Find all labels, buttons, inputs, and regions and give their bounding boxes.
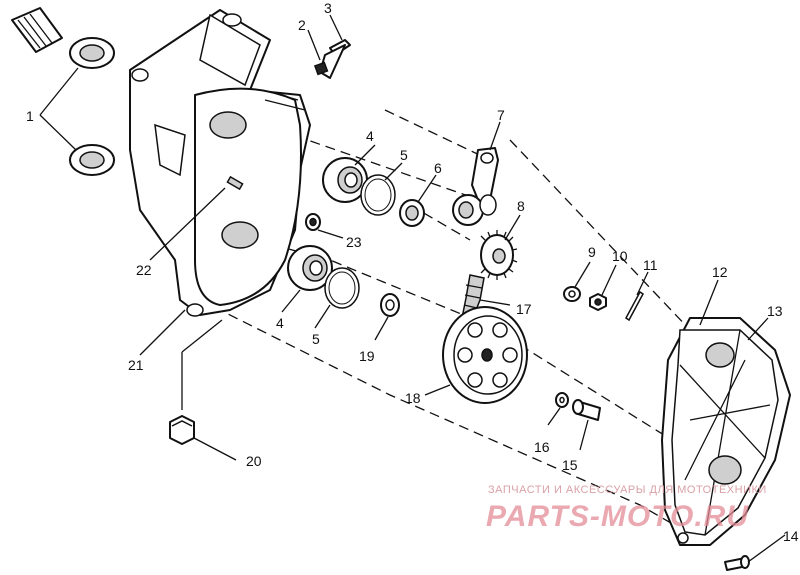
callout-16: 16 <box>534 439 550 455</box>
callout-15: 15 <box>562 457 578 473</box>
bottom-sprocket <box>442 306 528 404</box>
callout-18: 18 <box>405 390 421 406</box>
small-washer <box>563 286 581 302</box>
callout-23: 23 <box>346 234 362 250</box>
washer-upper <box>399 199 425 227</box>
callout-13: 13 <box>767 303 783 319</box>
callout-20: 20 <box>246 453 262 469</box>
callout-11: 11 <box>643 257 658 273</box>
callout-8: 8 <box>517 198 525 214</box>
top-sprocket <box>480 230 518 280</box>
callout-10: 10 <box>612 248 628 264</box>
spacer-washer <box>380 293 400 317</box>
callout-6: 6 <box>434 160 442 176</box>
callout-5a: 5 <box>400 147 408 163</box>
callout-4a: 4 <box>366 128 374 144</box>
cotter-pin <box>625 290 644 322</box>
callout-19: 19 <box>359 348 375 364</box>
callout-7: 7 <box>497 107 505 123</box>
watermark-brand: PARTS-MOTO.RU <box>486 500 749 533</box>
leader-lines <box>139 14 786 563</box>
tensioner-arm <box>452 147 499 226</box>
dowel-pin <box>226 175 244 191</box>
cover-screw <box>724 555 750 571</box>
drain-plug <box>169 415 195 445</box>
callout-5b: 5 <box>312 331 320 347</box>
jam-nut <box>313 61 329 76</box>
callout-numbers: 1 2 3 4 5 6 7 8 9 10 11 12 13 14 15 16 1… <box>26 0 799 544</box>
snap-ring-upper <box>360 174 396 216</box>
lock-nut <box>589 293 607 311</box>
washer-16 <box>555 392 569 408</box>
input-shaft <box>11 7 63 53</box>
callout-12: 12 <box>712 264 728 280</box>
watermark-tagline: ЗАПЧАСТИ И АКСЕССУАРЫ ДЛЯ МОТОТЕХНИКИ <box>488 484 767 496</box>
seal-upper <box>69 37 115 69</box>
chaincase-cover <box>661 317 791 546</box>
callout-14: 14 <box>783 528 799 544</box>
callout-2: 2 <box>298 17 306 33</box>
callout-1: 1 <box>26 108 34 124</box>
watermark: ЗАПЧАСТИ И АКСЕССУАРЫ ДЛЯ МОТОТЕХНИКИ PA… <box>486 484 767 533</box>
callout-21: 21 <box>128 357 144 373</box>
chaincase-housing <box>129 9 311 317</box>
callout-9: 9 <box>588 244 596 260</box>
sleeve-nut <box>305 213 321 231</box>
snap-ring-lower <box>324 267 360 309</box>
bearing-upper <box>322 157 368 203</box>
seal-lower <box>69 144 115 176</box>
callout-22: 22 <box>136 262 152 278</box>
callout-4b: 4 <box>276 315 284 331</box>
bearing-lower <box>287 245 333 291</box>
bolt-15 <box>572 399 601 421</box>
callout-3: 3 <box>324 0 332 16</box>
callout-17: 17 <box>516 301 532 317</box>
